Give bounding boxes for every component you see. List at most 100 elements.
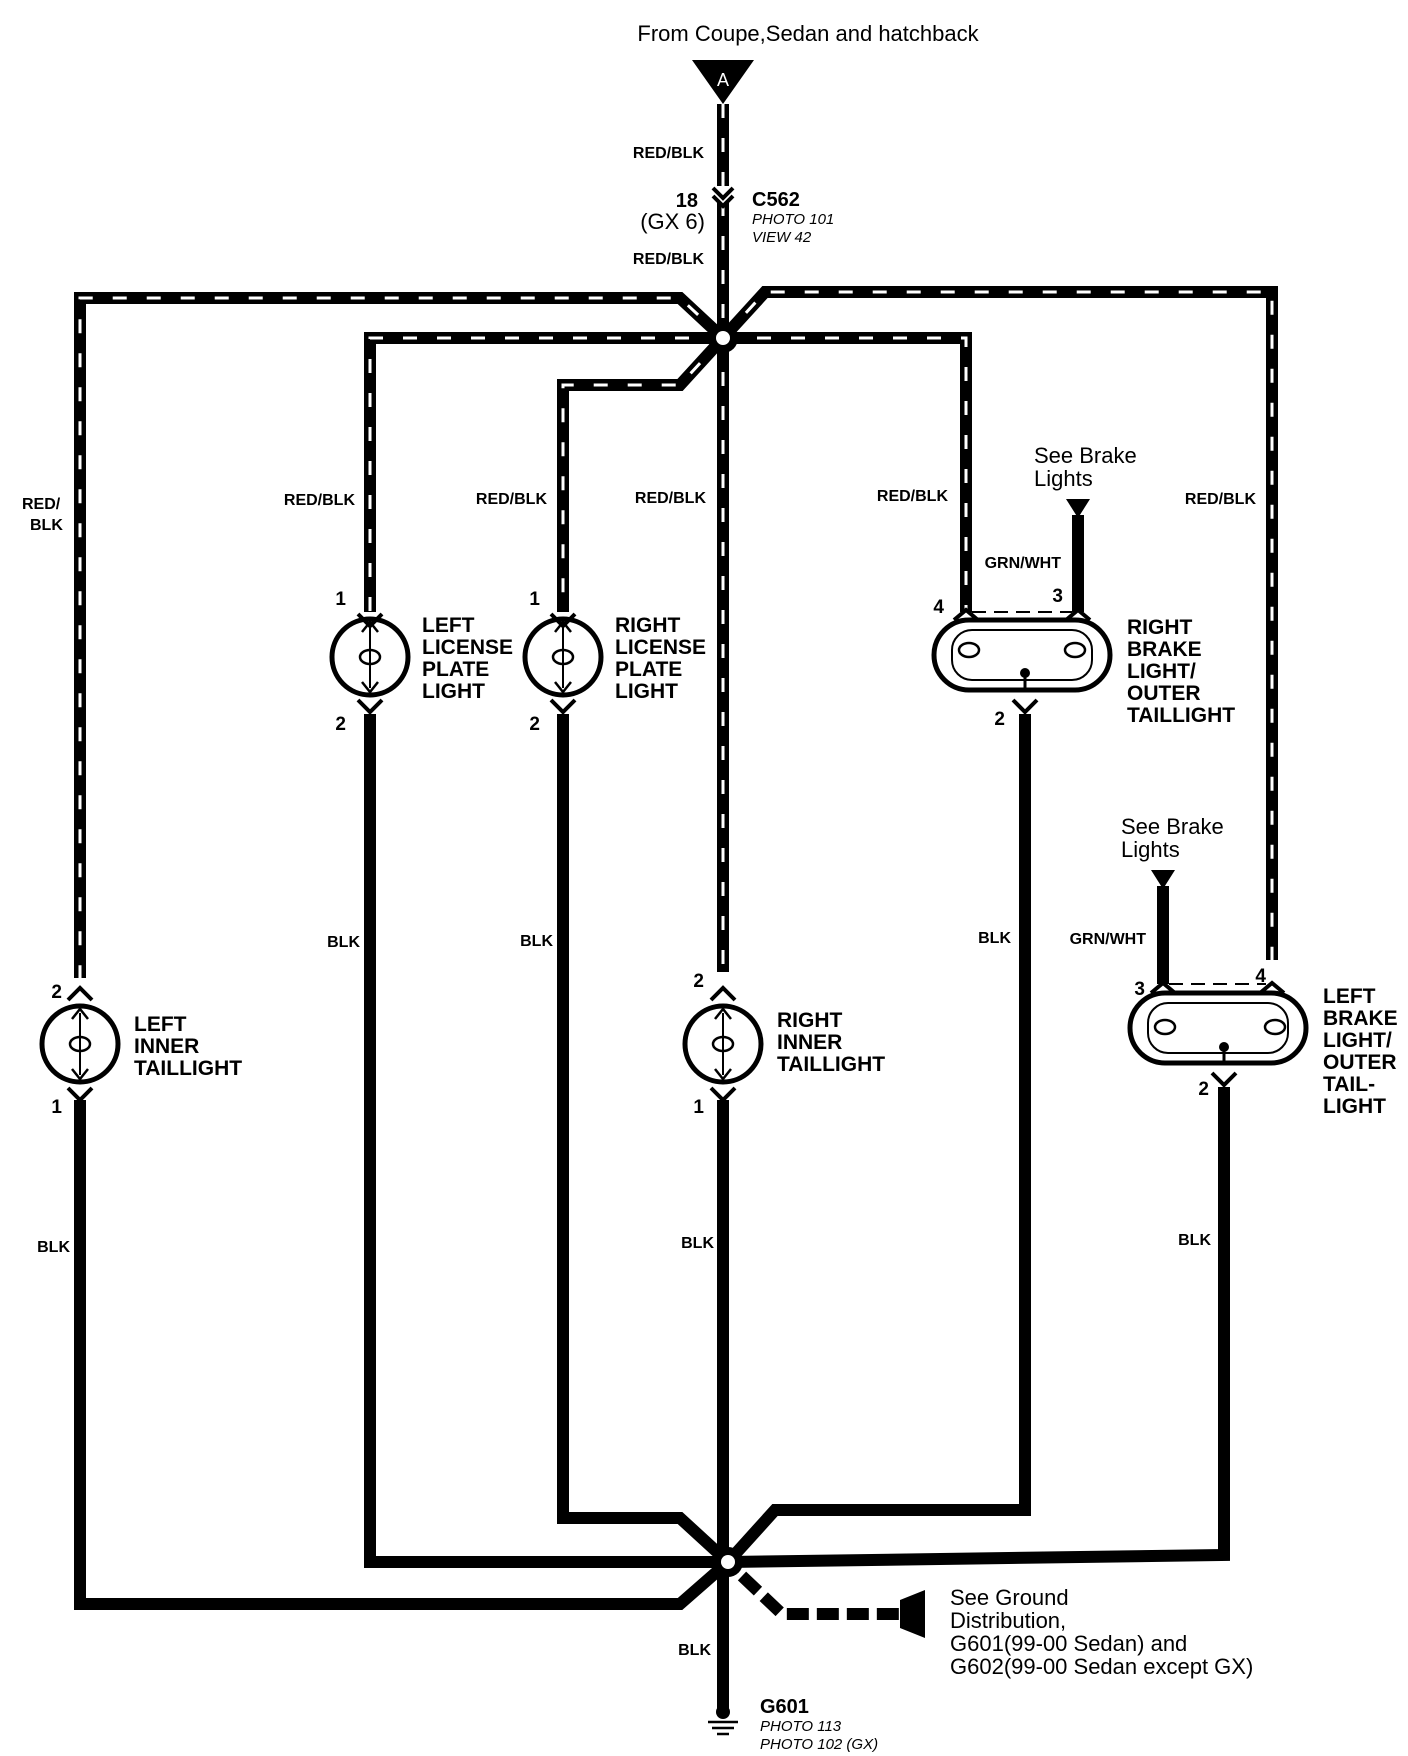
left-license-name-2: LICENSE	[422, 636, 513, 659]
c562-pin-gx: (GX 6)	[640, 209, 705, 234]
wire-label-red-blk-left-license: RED/BLK	[284, 492, 356, 509]
right-inner-name-1: RIGHT	[777, 1009, 843, 1032]
bulb-icon	[68, 1035, 92, 1053]
see-brake-lights-2-line2: Lights	[1121, 837, 1180, 862]
left-brake-name-1: LEFT	[1323, 985, 1376, 1008]
wire-label-red-blk-right-brake: RED/BLK	[877, 488, 949, 505]
bulb-icon	[957, 641, 981, 659]
ground-g601-icon	[708, 1705, 738, 1736]
wire-label-blk-right-license: BLK	[520, 933, 553, 950]
left-inner-pin-top: 2	[51, 982, 62, 1003]
left-license-pin-bottom: 2	[335, 714, 346, 735]
right-brake-name-5: TAILLIGHT	[1127, 704, 1235, 727]
bulb-icon	[1263, 1018, 1287, 1036]
source-label: From Coupe,Sedan and hatchback	[637, 21, 979, 46]
right-inner-pin-top: 2	[693, 971, 704, 992]
ground-photo-2: PHOTO 102 (GX)	[760, 1736, 878, 1753]
left-brake-name-3: LIGHT/	[1323, 1029, 1392, 1052]
source-connector-letter: A	[717, 70, 729, 90]
blk-wiring	[74, 714, 1230, 1710]
c562-photo: PHOTO 101	[752, 211, 834, 228]
ground-ref-line3: G601(99-00 Sedan) and	[950, 1631, 1187, 1656]
left-brake-name-2: BRAKE	[1323, 1007, 1398, 1030]
see-brake-lights-1-line1: See Brake	[1034, 443, 1137, 468]
right-brake-name-1: RIGHT	[1127, 616, 1193, 639]
see-brake-lights-1-line2: Lights	[1034, 466, 1093, 491]
connector-c562[interactable]	[711, 186, 735, 209]
c562-pin: 18	[676, 190, 698, 212]
right-license-pin-top: 1	[529, 589, 540, 610]
left-brake-name-4: OUTER	[1323, 1051, 1397, 1074]
ground-distribution-link[interactable]	[737, 1571, 925, 1638]
wire-label-red-blk-a: RED/BLK	[633, 145, 705, 162]
wire-label-blk-right-brake: BLK	[978, 930, 1011, 947]
left-inner-name-3: TAILLIGHT	[134, 1057, 242, 1080]
bulb-icon	[1153, 1018, 1177, 1036]
ground-ref-line1: See Ground	[950, 1585, 1069, 1610]
left-brake-pin-bottom: 2	[1198, 1079, 1209, 1100]
wire-label-blk-right-inner: BLK	[681, 1235, 714, 1252]
wire-label-red-blk-b: RED/BLK	[633, 251, 705, 268]
wire-label-blk-ground: BLK	[678, 1642, 711, 1659]
wire-label-blk-left-inner: BLK	[37, 1239, 70, 1256]
right-brake-name-2: BRAKE	[1127, 638, 1202, 661]
wire-label-red-blk-far-right: RED/BLK	[1185, 491, 1257, 508]
right-inner-name-3: TAILLIGHT	[777, 1053, 885, 1076]
left-license-name-4: LIGHT	[422, 680, 485, 703]
right-license-name-1: RIGHT	[615, 614, 681, 637]
right-inner-name-2: INNER	[777, 1031, 842, 1054]
ground-photo-1: PHOTO 113	[760, 1718, 842, 1735]
right-brake-name-3: LIGHT/	[1127, 660, 1196, 683]
see-brake-lights-2-line1: See Brake	[1121, 814, 1224, 839]
left-brake-name-5: TAIL-	[1323, 1073, 1375, 1096]
wire-label-red-blk-far-left-1: RED/	[22, 496, 61, 513]
bulb-icon	[551, 648, 575, 666]
bulb-icon	[711, 1035, 735, 1053]
left-license-name-1: LEFT	[422, 614, 475, 637]
right-license-plate-light[interactable]	[522, 616, 604, 698]
c562-id: C562	[752, 189, 800, 211]
bulb-icon	[1063, 641, 1087, 659]
wire-label-red-blk-center: RED/BLK	[635, 490, 707, 507]
ground-id: G601	[760, 1696, 809, 1718]
left-inner-taillight[interactable]	[39, 1003, 121, 1085]
source-triangle-icon	[692, 60, 754, 104]
c562-view: VIEW 42	[752, 229, 812, 246]
left-license-name-3: PLATE	[422, 658, 489, 681]
right-brake-light[interactable]	[931, 617, 1113, 693]
right-license-name-4: LIGHT	[615, 680, 678, 703]
right-brake-pin-bottom: 2	[994, 709, 1005, 730]
red-blk-wiring	[74, 104, 1278, 978]
right-inner-pin-bottom: 1	[693, 1097, 704, 1118]
right-brake-pin-a: 4	[933, 597, 944, 618]
brake-lights-ref-arrow-1-icon[interactable]	[1066, 499, 1090, 518]
source-connector-a[interactable]: A	[692, 60, 754, 104]
wire-label-blk-left-license: BLK	[327, 934, 360, 951]
left-inner-name-1: LEFT	[134, 1013, 187, 1036]
left-brake-light[interactable]	[1127, 990, 1309, 1066]
right-license-name-3: PLATE	[615, 658, 682, 681]
c562-symbol-icon	[711, 186, 735, 201]
wire-label-blk-left-brake: BLK	[1178, 1232, 1211, 1249]
left-license-plate-light[interactable]	[329, 616, 411, 698]
left-license-pin-top: 1	[335, 589, 346, 610]
right-license-pin-bottom: 2	[529, 714, 540, 735]
right-brake-name-4: OUTER	[1127, 682, 1201, 705]
ground-ref-arrow-icon	[900, 1590, 925, 1638]
wire-label-grn-wht-right: GRN/WHT	[985, 555, 1062, 572]
bulb-icon	[358, 648, 382, 666]
right-inner-taillight[interactable]	[682, 1003, 764, 1085]
right-brake-pin-b: 3	[1052, 586, 1063, 607]
wire-label-red-blk-right-license: RED/BLK	[476, 491, 548, 508]
ground-ref-line4: G602(99-00 Sedan except GX)	[950, 1654, 1253, 1679]
left-brake-name-6: LIGHT	[1323, 1095, 1386, 1118]
brake-lights-ref-arrow-2-icon[interactable]	[1151, 870, 1175, 889]
wire-label-red-blk-far-left-2: BLK	[30, 517, 63, 534]
wire-label-grn-wht-left: GRN/WHT	[1070, 931, 1147, 948]
left-brake-pin-b: 4	[1255, 966, 1266, 987]
left-inner-name-2: INNER	[134, 1035, 199, 1058]
left-brake-pin-a: 3	[1134, 979, 1145, 1000]
right-license-name-2: LICENSE	[615, 636, 706, 659]
ground-ref-line2: Distribution,	[950, 1608, 1066, 1633]
